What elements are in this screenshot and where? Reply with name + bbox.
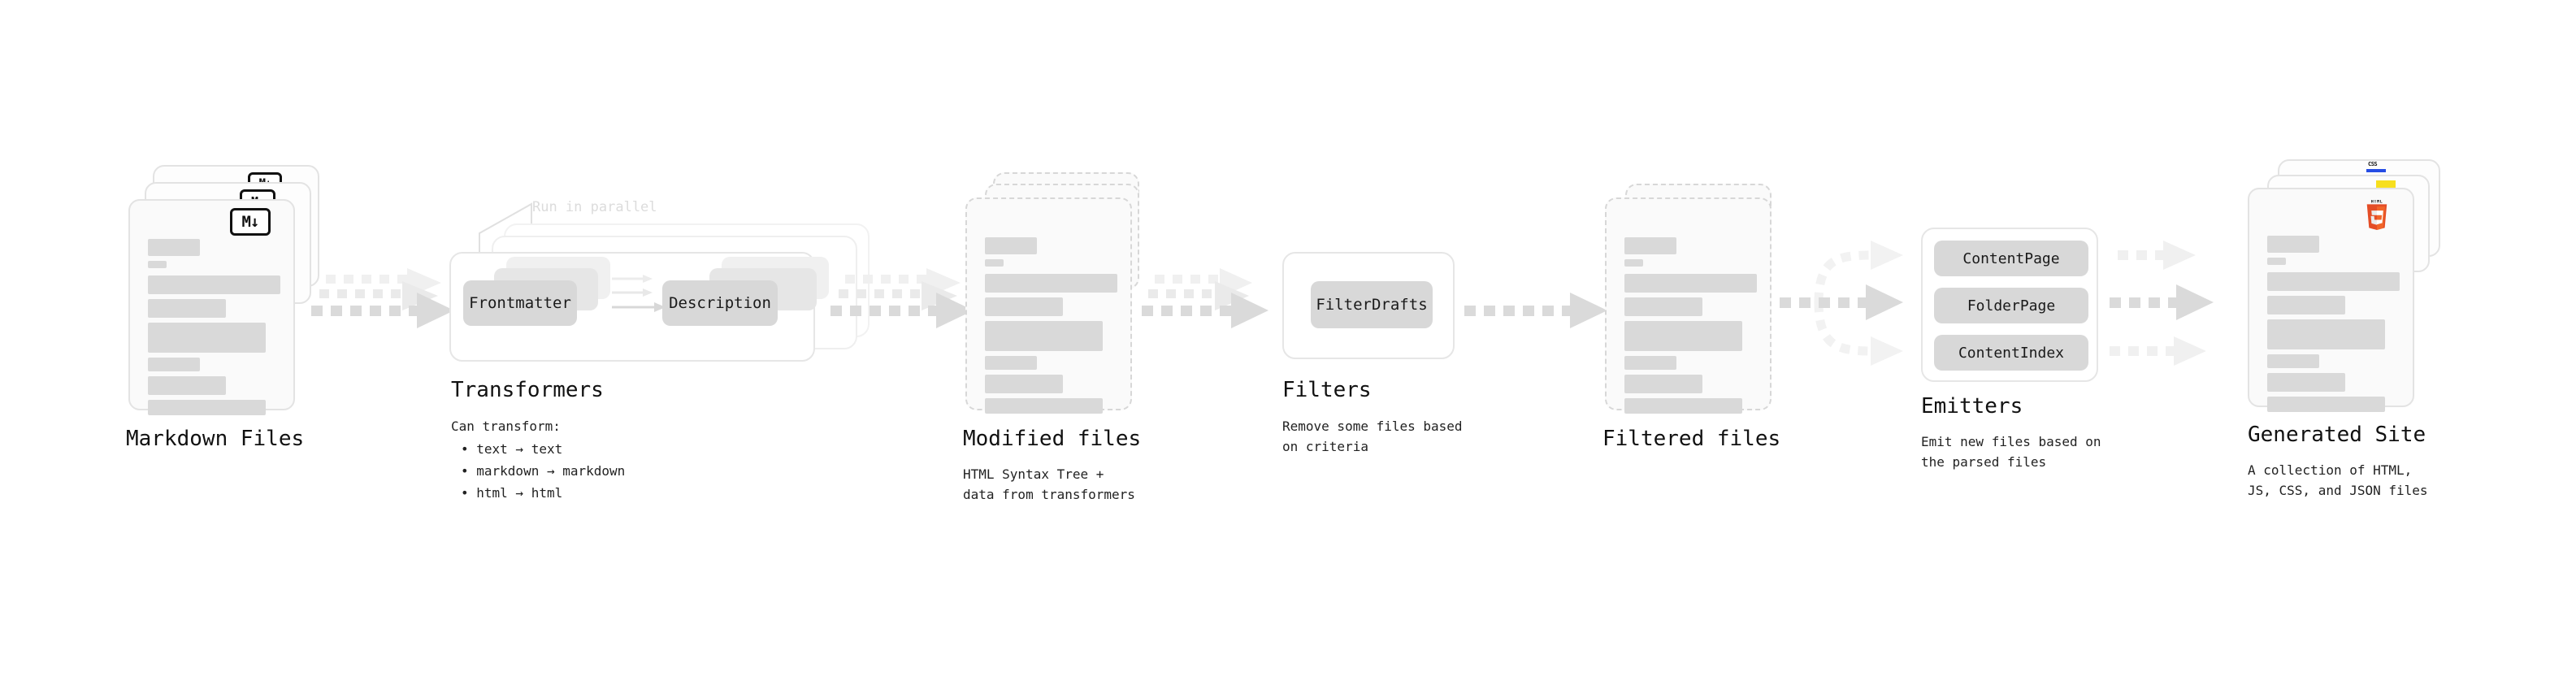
- skeleton-bar: [2267, 236, 2319, 253]
- skeleton-bar: [2267, 373, 2345, 392]
- css-badge-label: CSS: [2368, 161, 2378, 167]
- skeleton-bar: [148, 376, 226, 395]
- skeleton-bar: [985, 274, 1117, 293]
- arrow-modified-to-filters: [1142, 268, 1268, 328]
- pill-frontmatter[interactable]: Frontmatter: [463, 280, 577, 326]
- skeleton-bar: [1624, 297, 1702, 316]
- filters-box: FilterDrafts: [1282, 252, 1455, 359]
- skeleton-bar: [148, 275, 280, 294]
- svg-text:HTML: HTML: [2371, 200, 2383, 205]
- skeleton-bar: [2267, 258, 2286, 265]
- css-badge: [2366, 169, 2386, 172]
- skeleton-bar: [2267, 397, 2385, 412]
- markdown-files-title: Markdown Files: [126, 427, 305, 451]
- transformers-title: Transformers: [451, 378, 604, 402]
- pill-folderpage[interactable]: FolderPage: [1934, 288, 2088, 323]
- skeleton-bar: [148, 400, 266, 415]
- modified-card-front: [965, 197, 1132, 414]
- filters-sub-2: on criteria: [1282, 439, 1368, 454]
- pill-contentindex[interactable]: ContentIndex: [1934, 335, 2088, 371]
- transformers-bullet-1: • text → text: [461, 441, 563, 457]
- emitters-box: ContentPage FolderPage ContentIndex: [1921, 228, 2098, 382]
- run-in-parallel-bracket: [479, 202, 532, 261]
- skeleton-bar: [985, 375, 1063, 393]
- skeleton-bar: [1624, 274, 1757, 293]
- skeleton-bar: [2267, 319, 2385, 349]
- emitters-title: Emitters: [1921, 394, 2023, 419]
- transformer-inner-arrows: [612, 275, 666, 312]
- modified-files-sub-2: data from transformers: [963, 487, 1135, 502]
- arrow-transformers-to-modified: [830, 268, 974, 328]
- skeleton-bar: [985, 237, 1037, 254]
- skeleton-bar: [985, 356, 1037, 370]
- site-card-front: HTML: [2248, 188, 2414, 412]
- skeleton-bar: [985, 398, 1103, 414]
- skeleton-bar: [2267, 354, 2319, 368]
- modified-files-sub-1: HTML Syntax Tree +: [963, 466, 1104, 482]
- transformers-bullet-2: • markdown → markdown: [461, 463, 626, 479]
- skeleton-bar: [1624, 356, 1676, 370]
- emitters-sub-2: the parsed files: [1921, 454, 2047, 470]
- markdown-badge: M↓: [230, 208, 271, 236]
- filtered-card-front: [1605, 197, 1772, 414]
- skeleton-bar: [2267, 296, 2345, 314]
- skeleton-bar: [148, 323, 266, 353]
- generated-site-sub-1: A collection of HTML,: [2248, 462, 2413, 478]
- run-in-parallel-label: Run in parallel: [532, 199, 657, 215]
- skeleton-bar: [1624, 237, 1676, 254]
- skeleton-bar: [985, 259, 1004, 267]
- skeleton-bar: [148, 299, 226, 318]
- emitters-sub-1: Emit new files based on: [1921, 434, 2101, 449]
- arrow-markdown-to-transformers: [311, 268, 454, 328]
- skeleton-bar: [2267, 272, 2400, 291]
- arrow-filtered-to-emitters: [1780, 241, 1903, 366]
- skeleton-bar: [148, 261, 167, 268]
- generated-site-sub-2: JS, CSS, and JSON files: [2248, 483, 2428, 498]
- pill-filterdrafts[interactable]: FilterDrafts: [1311, 281, 1433, 328]
- skeleton-bar: [985, 297, 1063, 316]
- generated-site-title: Generated Site: [2248, 423, 2426, 447]
- markdown-card-front: M↓: [128, 199, 295, 415]
- skeleton-bar: [1624, 398, 1742, 414]
- skeleton-bar: [148, 358, 200, 371]
- arrow-filters-to-filtered: [1464, 293, 1607, 328]
- filters-sub-1: Remove some files based: [1282, 419, 1463, 434]
- transformers-subtitle: Can transform:: [451, 419, 561, 434]
- filters-title: Filters: [1282, 378, 1372, 402]
- skeleton-bar: [1624, 321, 1742, 351]
- arrow-emitters-to-site: [2110, 241, 2214, 366]
- skeleton-bar: [148, 239, 200, 256]
- skeleton-bar: [1624, 375, 1702, 393]
- pill-description[interactable]: Description: [662, 280, 778, 326]
- modified-files-title: Modified files: [963, 427, 1142, 451]
- filtered-files-title: Filtered files: [1602, 427, 1781, 451]
- pill-contentpage[interactable]: ContentPage: [1934, 241, 2088, 276]
- transformers-bullet-3: • html → html: [461, 485, 563, 501]
- skeleton-bar: [985, 321, 1103, 351]
- skeleton-bar: [1624, 259, 1643, 267]
- html5-icon: HTML: [2366, 200, 2387, 230]
